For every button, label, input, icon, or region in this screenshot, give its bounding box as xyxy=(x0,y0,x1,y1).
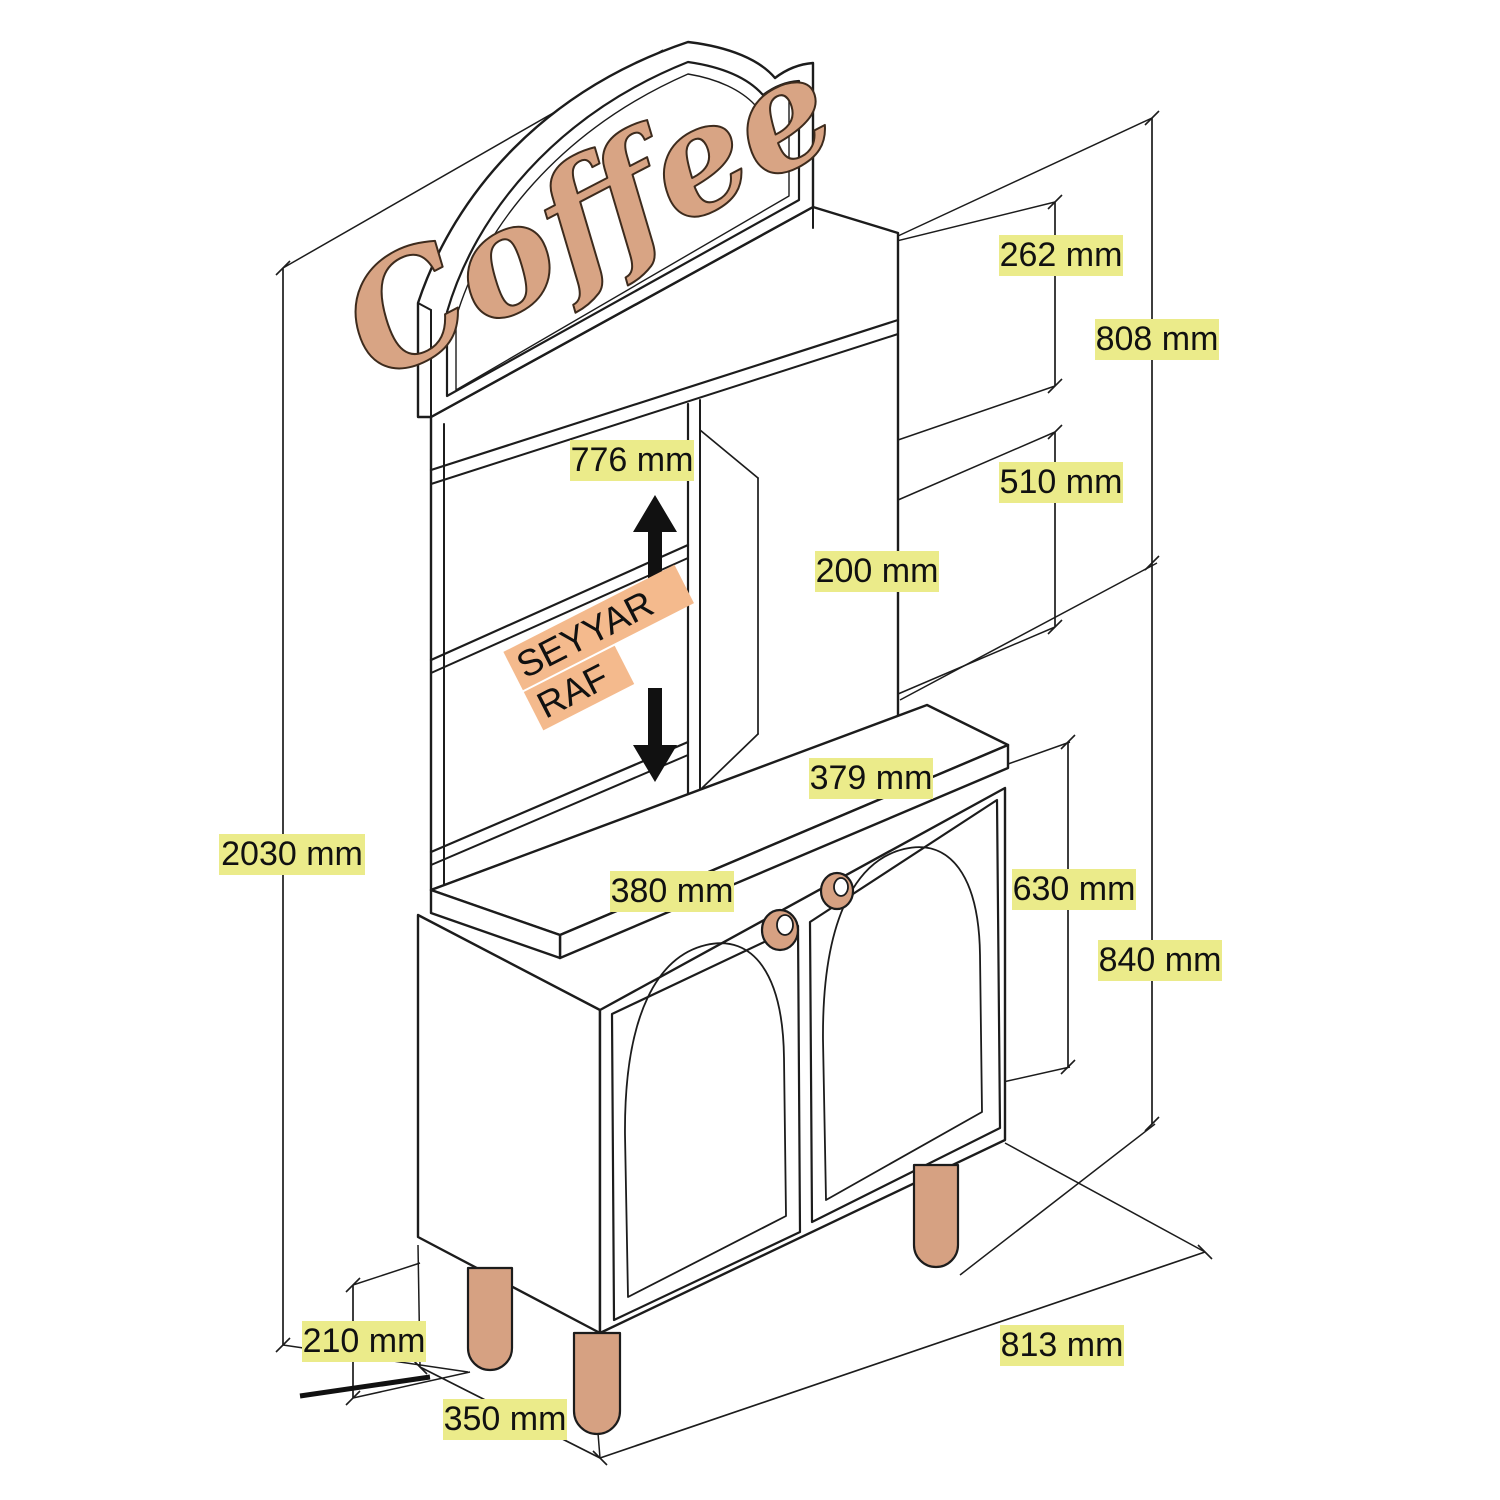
svg-text:630 mm: 630 mm xyxy=(1013,870,1136,908)
dim-label-inner-width: 776 mm xyxy=(570,440,694,481)
arrow-up-icon xyxy=(633,495,677,588)
front-right-leg xyxy=(912,1163,960,1269)
dim-label-base-section-height: 840 mm xyxy=(1098,940,1222,981)
adjustable-shelf-arrows xyxy=(633,495,677,782)
svg-text:776 mm: 776 mm xyxy=(571,441,694,479)
cabinet-drawing: Coffee xyxy=(313,16,1010,1436)
base-cabinet xyxy=(416,786,1007,1335)
arrow-down-icon xyxy=(633,688,677,782)
movable-shelf-label-bg2 xyxy=(523,645,635,731)
svg-text:350 mm: 350 mm xyxy=(444,1400,567,1438)
dim-label-leg-height: 210 mm xyxy=(302,1321,426,1362)
right-door xyxy=(808,798,1002,1224)
movable-shelf-label-bg1 xyxy=(503,564,694,691)
dim-label-top-opening-height: 262 mm xyxy=(999,235,1123,276)
dim-label-upper-section-height: 808 mm xyxy=(1095,319,1219,360)
svg-text:379 mm: 379 mm xyxy=(810,759,933,797)
right-door-arch-panel xyxy=(822,846,983,1201)
left-door-handle xyxy=(760,908,800,952)
svg-text:380 mm: 380 mm xyxy=(611,872,734,910)
dim-label-depth: 350 mm xyxy=(443,1399,567,1440)
dim-label-door-height: 630 mm xyxy=(1012,869,1136,910)
svg-text:813 mm: 813 mm xyxy=(1001,1326,1124,1364)
floor-line xyxy=(299,1374,431,1399)
svg-text:808 mm: 808 mm xyxy=(1096,320,1219,358)
back-left-leg xyxy=(466,1266,514,1372)
legs xyxy=(466,1163,960,1436)
left-door-arch-panel xyxy=(624,942,787,1298)
front-left-leg xyxy=(572,1331,622,1436)
left-door xyxy=(610,924,802,1322)
dimension-extension-lines xyxy=(282,49,1206,1459)
svg-text:200 mm: 200 mm xyxy=(816,552,939,590)
dim-label-total-height: 2030 mm xyxy=(219,834,365,875)
svg-text:840 mm: 840 mm xyxy=(1099,941,1222,979)
dimension-labels: 262 mm 808 mm 776 mm 510 mm 200 mm 379 m… xyxy=(219,235,1222,1440)
svg-text:262 mm: 262 mm xyxy=(1000,236,1123,274)
dim-label-middle-opening-height: 510 mm xyxy=(999,462,1123,503)
svg-text:2030 mm: 2030 mm xyxy=(221,835,363,873)
dim-label-total-width: 813 mm xyxy=(1000,1325,1124,1366)
svg-text:210 mm: 210 mm xyxy=(303,1322,426,1360)
dim-label-left-opening-width: 380 mm xyxy=(610,871,734,912)
svg-text:510 mm: 510 mm xyxy=(1000,463,1123,501)
right-door-handle xyxy=(819,871,855,911)
dim-label-right-opening-width: 379 mm xyxy=(809,758,933,799)
dim-label-shelf-opening-height: 200 mm xyxy=(815,551,939,592)
